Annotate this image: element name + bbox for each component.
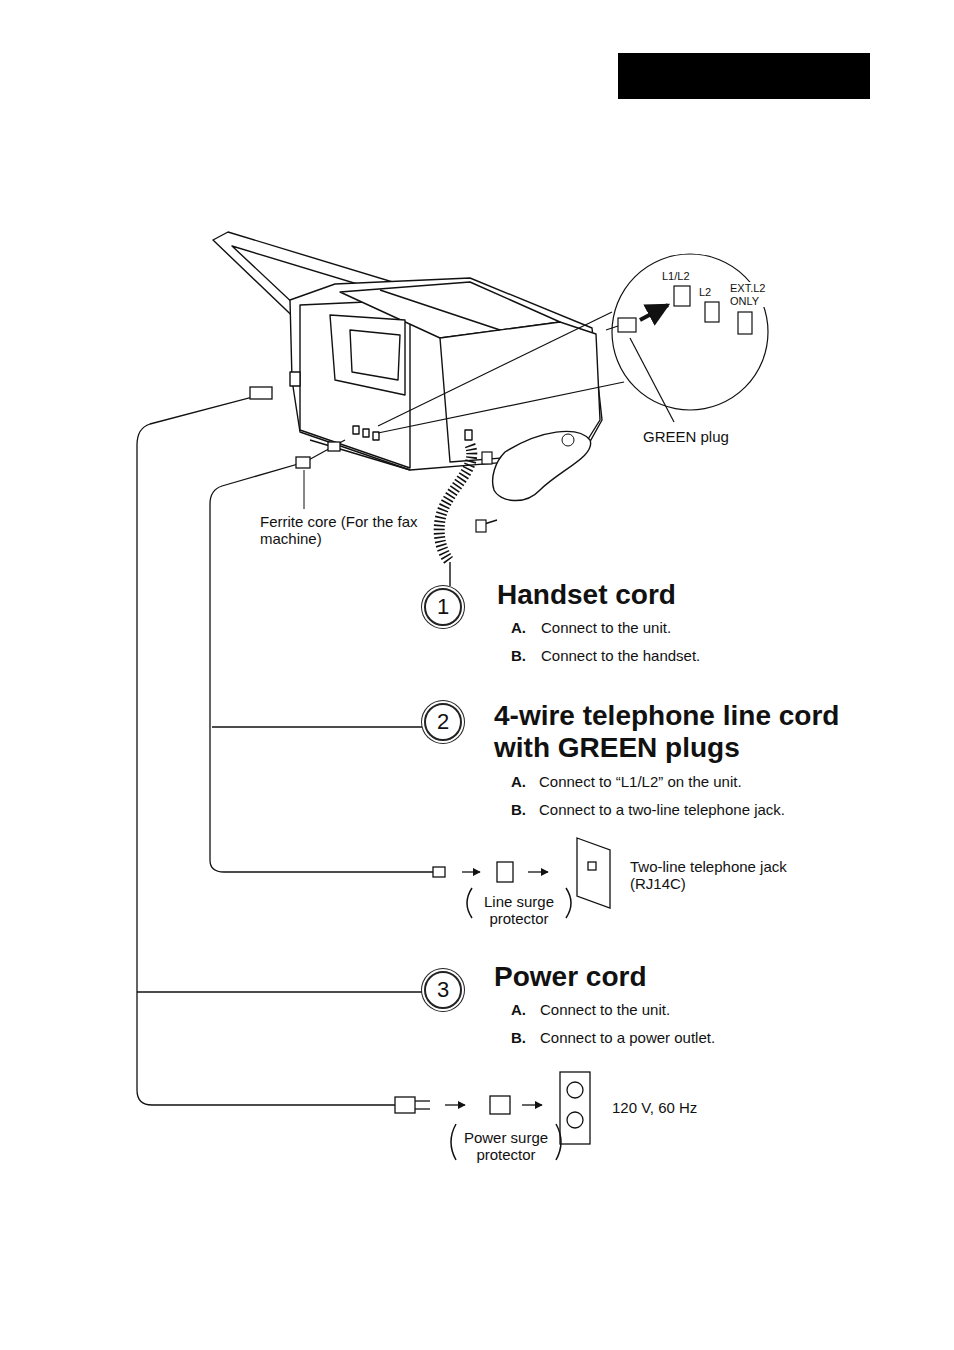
cords (137, 387, 445, 1105)
part-label: Ferrite core (For the fax machine) (260, 513, 440, 548)
step-text: Connect to the unit. (541, 619, 671, 636)
step-text: Connect to the handset. (541, 647, 700, 664)
bracket (451, 888, 571, 1160)
step-letter: B. (511, 647, 526, 664)
step-text: Connect to a two-line telephone jack. (539, 801, 785, 818)
section-heading: 4-wire telephone line cord with GREEN pl… (494, 700, 884, 764)
handset (439, 431, 590, 586)
step-text: Connect to “L1/L2” on the unit. (539, 773, 742, 790)
header-bar (618, 53, 870, 99)
step-letter: B. (511, 1029, 526, 1046)
section-heading: Handset cord (497, 579, 676, 611)
spec-label: 120 V, 60 Hz (612, 1099, 697, 1116)
part-label: Power surge protector (458, 1129, 554, 1164)
section-heading: Power cord (494, 961, 646, 993)
callout-number: 3 (424, 971, 462, 1009)
step-letter: B. (511, 801, 526, 818)
callout-number: 2 (424, 703, 462, 741)
zoom-callout (378, 254, 768, 433)
callout-number: 1 (424, 588, 462, 626)
callout-text: 1 (437, 596, 449, 618)
step-text: Connect to a power outlet. (540, 1029, 715, 1046)
jack-label: EXT.L2 ONLY (730, 282, 774, 307)
part-label: Line surge protector (474, 893, 564, 928)
jack-label: L1/L2 (662, 270, 690, 283)
callout-text: 2 (437, 711, 449, 733)
step-letter: A. (511, 619, 526, 636)
step-text: Connect to the unit. (540, 1001, 670, 1018)
step-letter: A. (511, 1001, 526, 1018)
step-letter: A. (511, 773, 526, 790)
part-label: GREEN plug (643, 428, 729, 445)
callout-text: 3 (437, 979, 449, 1001)
jack-label: L2 (699, 286, 711, 299)
part-label: Two-line telephone jack (RJ14C) (630, 858, 820, 893)
